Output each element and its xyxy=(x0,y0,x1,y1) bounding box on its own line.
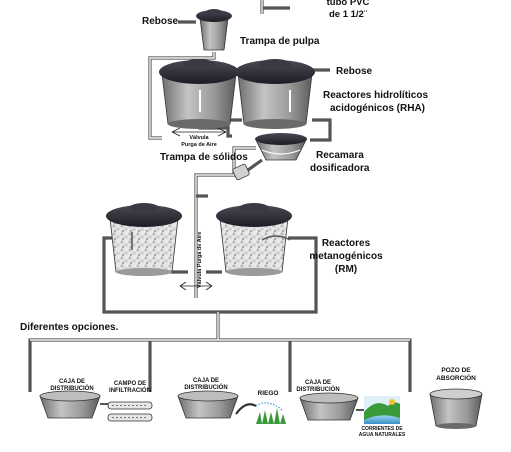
rm-reactor-left xyxy=(106,203,182,276)
distribution-box-3-label-line2: DISTRIBUCIÓN xyxy=(296,385,339,393)
pipe-label-line2: de 1 1/2¨ xyxy=(329,9,368,20)
distribution-box-2 xyxy=(177,390,257,419)
distribution-box-1 xyxy=(39,390,110,419)
rha-label-line1: Reactores hidrolíticos xyxy=(323,90,428,101)
natural-streams-image xyxy=(364,396,400,424)
dosing-device xyxy=(232,163,250,181)
recamara-tank xyxy=(255,133,307,161)
rm-label-line1: Reactores xyxy=(322,238,371,249)
absorption-well xyxy=(429,388,483,429)
irrigation-icon xyxy=(255,402,286,424)
valve-label-vertical: Válvula Purga de Aire xyxy=(197,232,203,288)
pipe-network xyxy=(28,0,412,392)
distribution-box-1-label-line2: DISTRIBUCIÓN xyxy=(50,384,93,392)
recamara-label-line2: dosificadora xyxy=(310,163,370,174)
absorption-well-label-line1: POZO DE xyxy=(441,367,471,374)
distribution-box-2-label-line2: DISTRIBUCIÓN xyxy=(184,383,227,391)
infiltration-label-line2: INFILTRACIÓN xyxy=(109,386,151,394)
valve-label-rha-line2: Purga de Aire xyxy=(181,142,217,148)
pipe-label-line1: tubo PVC xyxy=(327,0,370,8)
absorption-well-label-line2: ABSORCIÓN xyxy=(436,373,476,382)
irrigation-label: RIEGO xyxy=(258,390,279,397)
options-heading: Diferentes opciones. xyxy=(20,322,119,333)
rm-label-line3: (RM) xyxy=(335,264,357,275)
rebose-label-top: Rebose xyxy=(142,16,179,27)
pulpa-trap-label: Trampa de pulpa xyxy=(240,36,320,47)
valve-label-rha-line1: Válvula xyxy=(189,135,209,141)
rha-label-line2: acidogénicos (RHA) xyxy=(330,103,425,114)
solids-trap-label: Trampa de sólidos xyxy=(160,152,248,163)
natural-streams-label-line1: CORRIENTES DE xyxy=(361,426,403,432)
distribution-box-2-label-line1: CAJA DE xyxy=(193,378,219,384)
distribution-box-3 xyxy=(299,392,364,421)
rha-reactor-right xyxy=(235,59,315,129)
infiltration-field xyxy=(107,401,153,422)
natural-streams-label-line2: AGUA NATURALES xyxy=(359,432,406,438)
recamara-label-line1: Recamara xyxy=(316,150,364,161)
rha-reactor-left xyxy=(159,59,239,129)
infiltration-label-line1: CAMPO DE xyxy=(114,381,146,387)
rm-reactor-right xyxy=(216,203,292,276)
pulpa-trap-tank xyxy=(196,9,232,51)
rebose-label-right: Rebose xyxy=(336,66,373,77)
distribution-box-3-label-line1: CAJA DE xyxy=(305,380,331,386)
rm-label-line2: metanogénicos xyxy=(309,251,383,262)
distribution-box-1-label-line1: CAJA DE xyxy=(59,379,85,385)
